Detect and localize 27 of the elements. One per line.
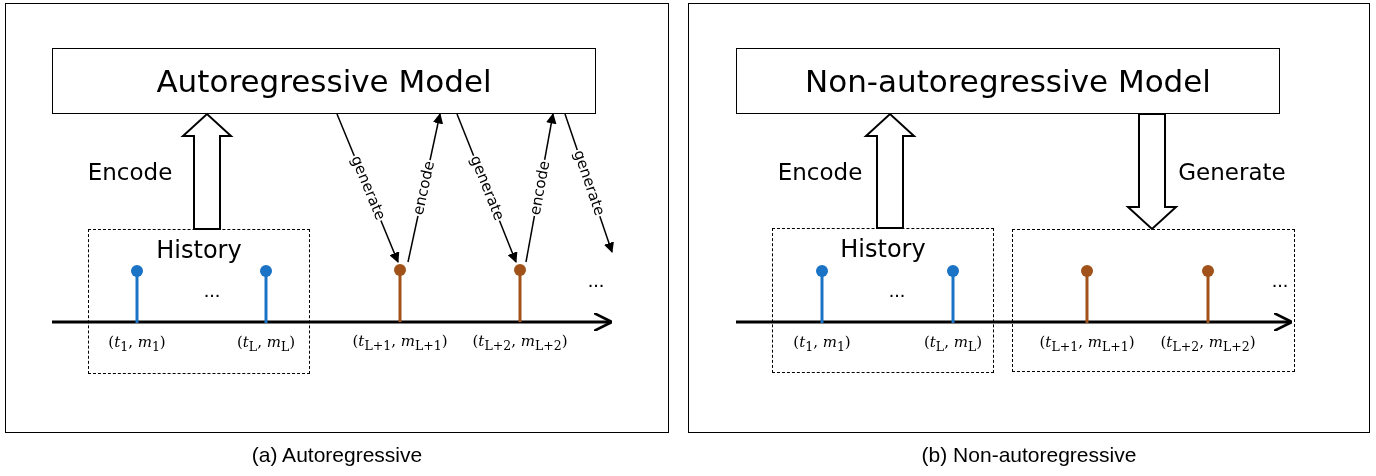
event-label: (t$_{L+2}$, m$_{L+2}$): [471, 332, 569, 353]
box-title: History: [839, 235, 927, 263]
ellipsis-label: ...: [888, 278, 906, 302]
panel-caption: (a) Autoregressive: [250, 443, 424, 467]
ellipsis-label: ...: [587, 268, 605, 292]
event-label: (t$_{1}$, m$_{1}$): [792, 333, 852, 354]
event-label: (t$_{L+1}$, m$_{L+1}$): [1038, 333, 1136, 354]
edge-label: Encode: [87, 159, 173, 185]
event-label: (t$_{1}$, m$_{1}$): [107, 333, 167, 354]
event-label: (t$_{L}$, m$_{L}$): [235, 333, 297, 354]
box-title: History: [155, 236, 243, 264]
edge-label: Encode: [777, 159, 863, 185]
history-box: [772, 228, 994, 373]
ellipsis-label: ...: [1271, 268, 1289, 292]
history-box: [88, 229, 310, 374]
dashed-box: [1012, 229, 1295, 372]
model-box: Autoregressive Model: [52, 48, 596, 114]
block-arrow: [863, 112, 917, 229]
event-label: (t$_{L+1}$, m$_{L+1}$): [351, 332, 449, 353]
edge-label: Generate: [1178, 159, 1286, 185]
block-arrow: [1125, 113, 1179, 231]
block-arrow: [180, 112, 234, 230]
model-box: Non-autoregressive Model: [736, 48, 1280, 114]
ellipsis-label: ...: [203, 278, 221, 302]
event-label: (t$_{L+2}$, m$_{L+2}$): [1159, 333, 1257, 354]
event-label: (t$_{L}$, m$_{L}$): [922, 333, 984, 354]
panel-caption: (b) Non-autoregressive: [920, 443, 1138, 467]
